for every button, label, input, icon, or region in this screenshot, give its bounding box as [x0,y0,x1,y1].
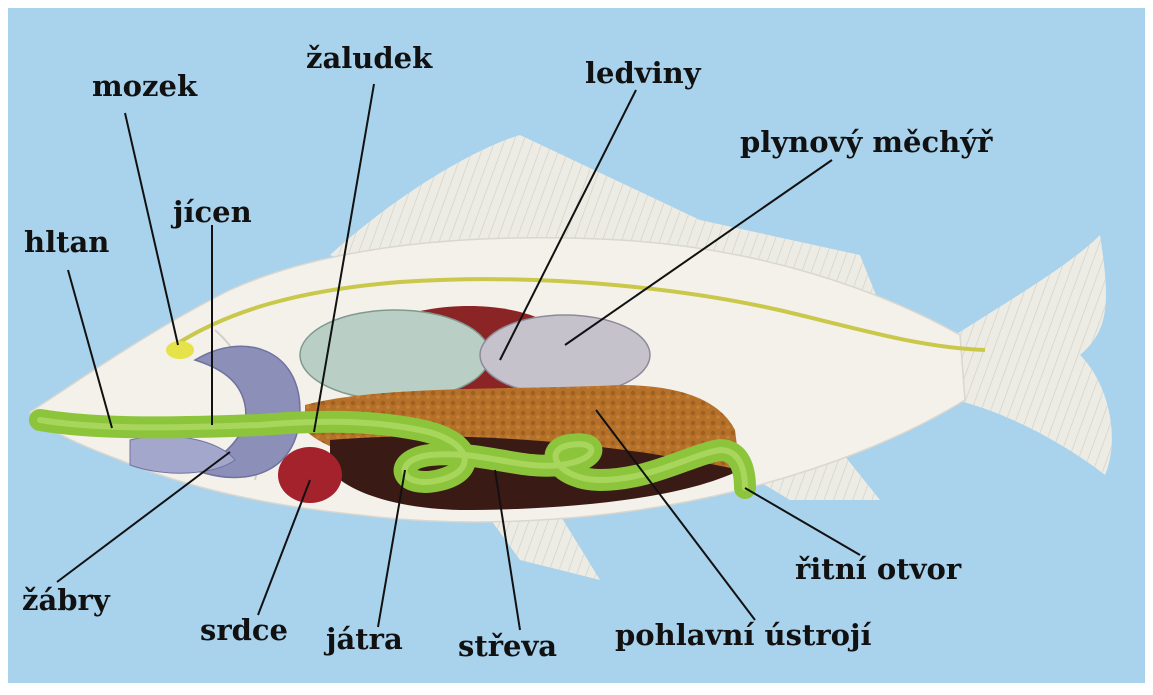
swim-bladder-front [300,310,490,400]
label-jatra: játra [323,622,403,656]
label-zabry: žábry [22,583,111,617]
label-srdce: srdce [200,613,288,647]
label-hltan: hltan [24,225,109,259]
label-jicen: jícen [170,195,252,229]
label-pohlavni-ustroji: pohlavní ústrojí [615,618,872,652]
swim-bladder-rear [480,315,650,395]
label-ledviny: ledviny [585,56,702,90]
label-streva: střeva [458,629,557,663]
label-zaludek: žaludek [306,41,433,75]
label-plynovy-mechyr: plynový měchýř [740,125,993,159]
brain [166,341,194,359]
label-mozek: mozek [92,69,198,103]
label-ritni-otvor: řitní otvor [795,552,962,586]
heart-organ [278,447,342,503]
